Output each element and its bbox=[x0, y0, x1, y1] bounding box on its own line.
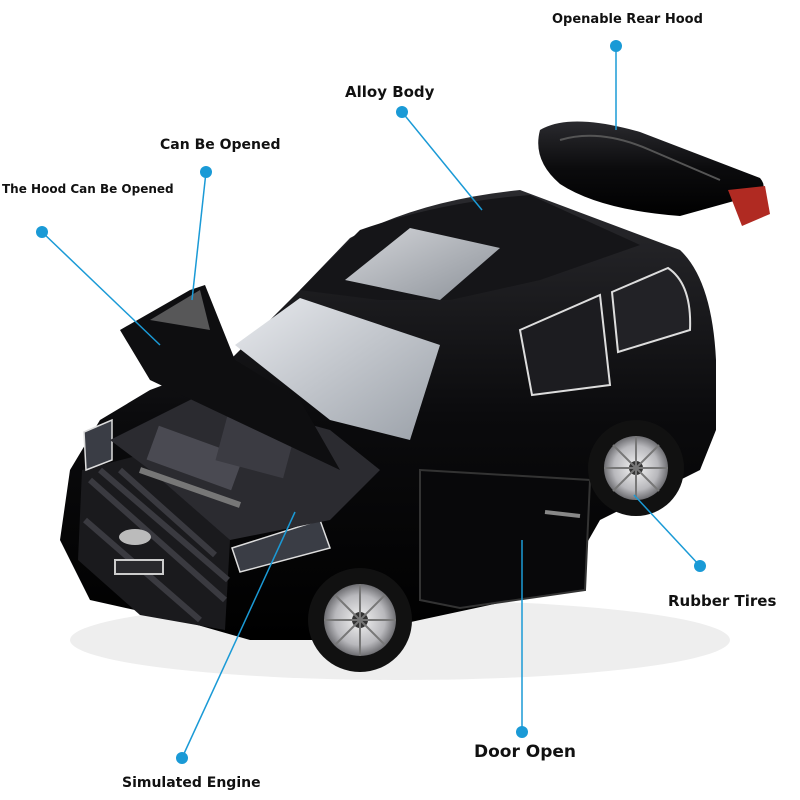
label-hood-can-be-opened: The Hood Can Be Opened bbox=[2, 182, 174, 196]
label-rubber-tires: Rubber Tires bbox=[668, 592, 777, 610]
label-can-be-opened: Can Be Opened bbox=[160, 137, 281, 153]
rear-wheel bbox=[588, 420, 684, 516]
front-wheel bbox=[308, 568, 412, 672]
car-body bbox=[60, 190, 716, 640]
label-door-open: Door Open bbox=[474, 742, 577, 762]
label-openable-rear-hood: Openable Rear Hood bbox=[552, 12, 703, 27]
label-simulated-engine: Simulated Engine bbox=[122, 775, 261, 791]
callout-lines bbox=[36, 40, 706, 764]
label-alloy-body: Alloy Body bbox=[345, 83, 435, 101]
rear-hood bbox=[538, 121, 770, 226]
front-hood bbox=[120, 285, 340, 470]
